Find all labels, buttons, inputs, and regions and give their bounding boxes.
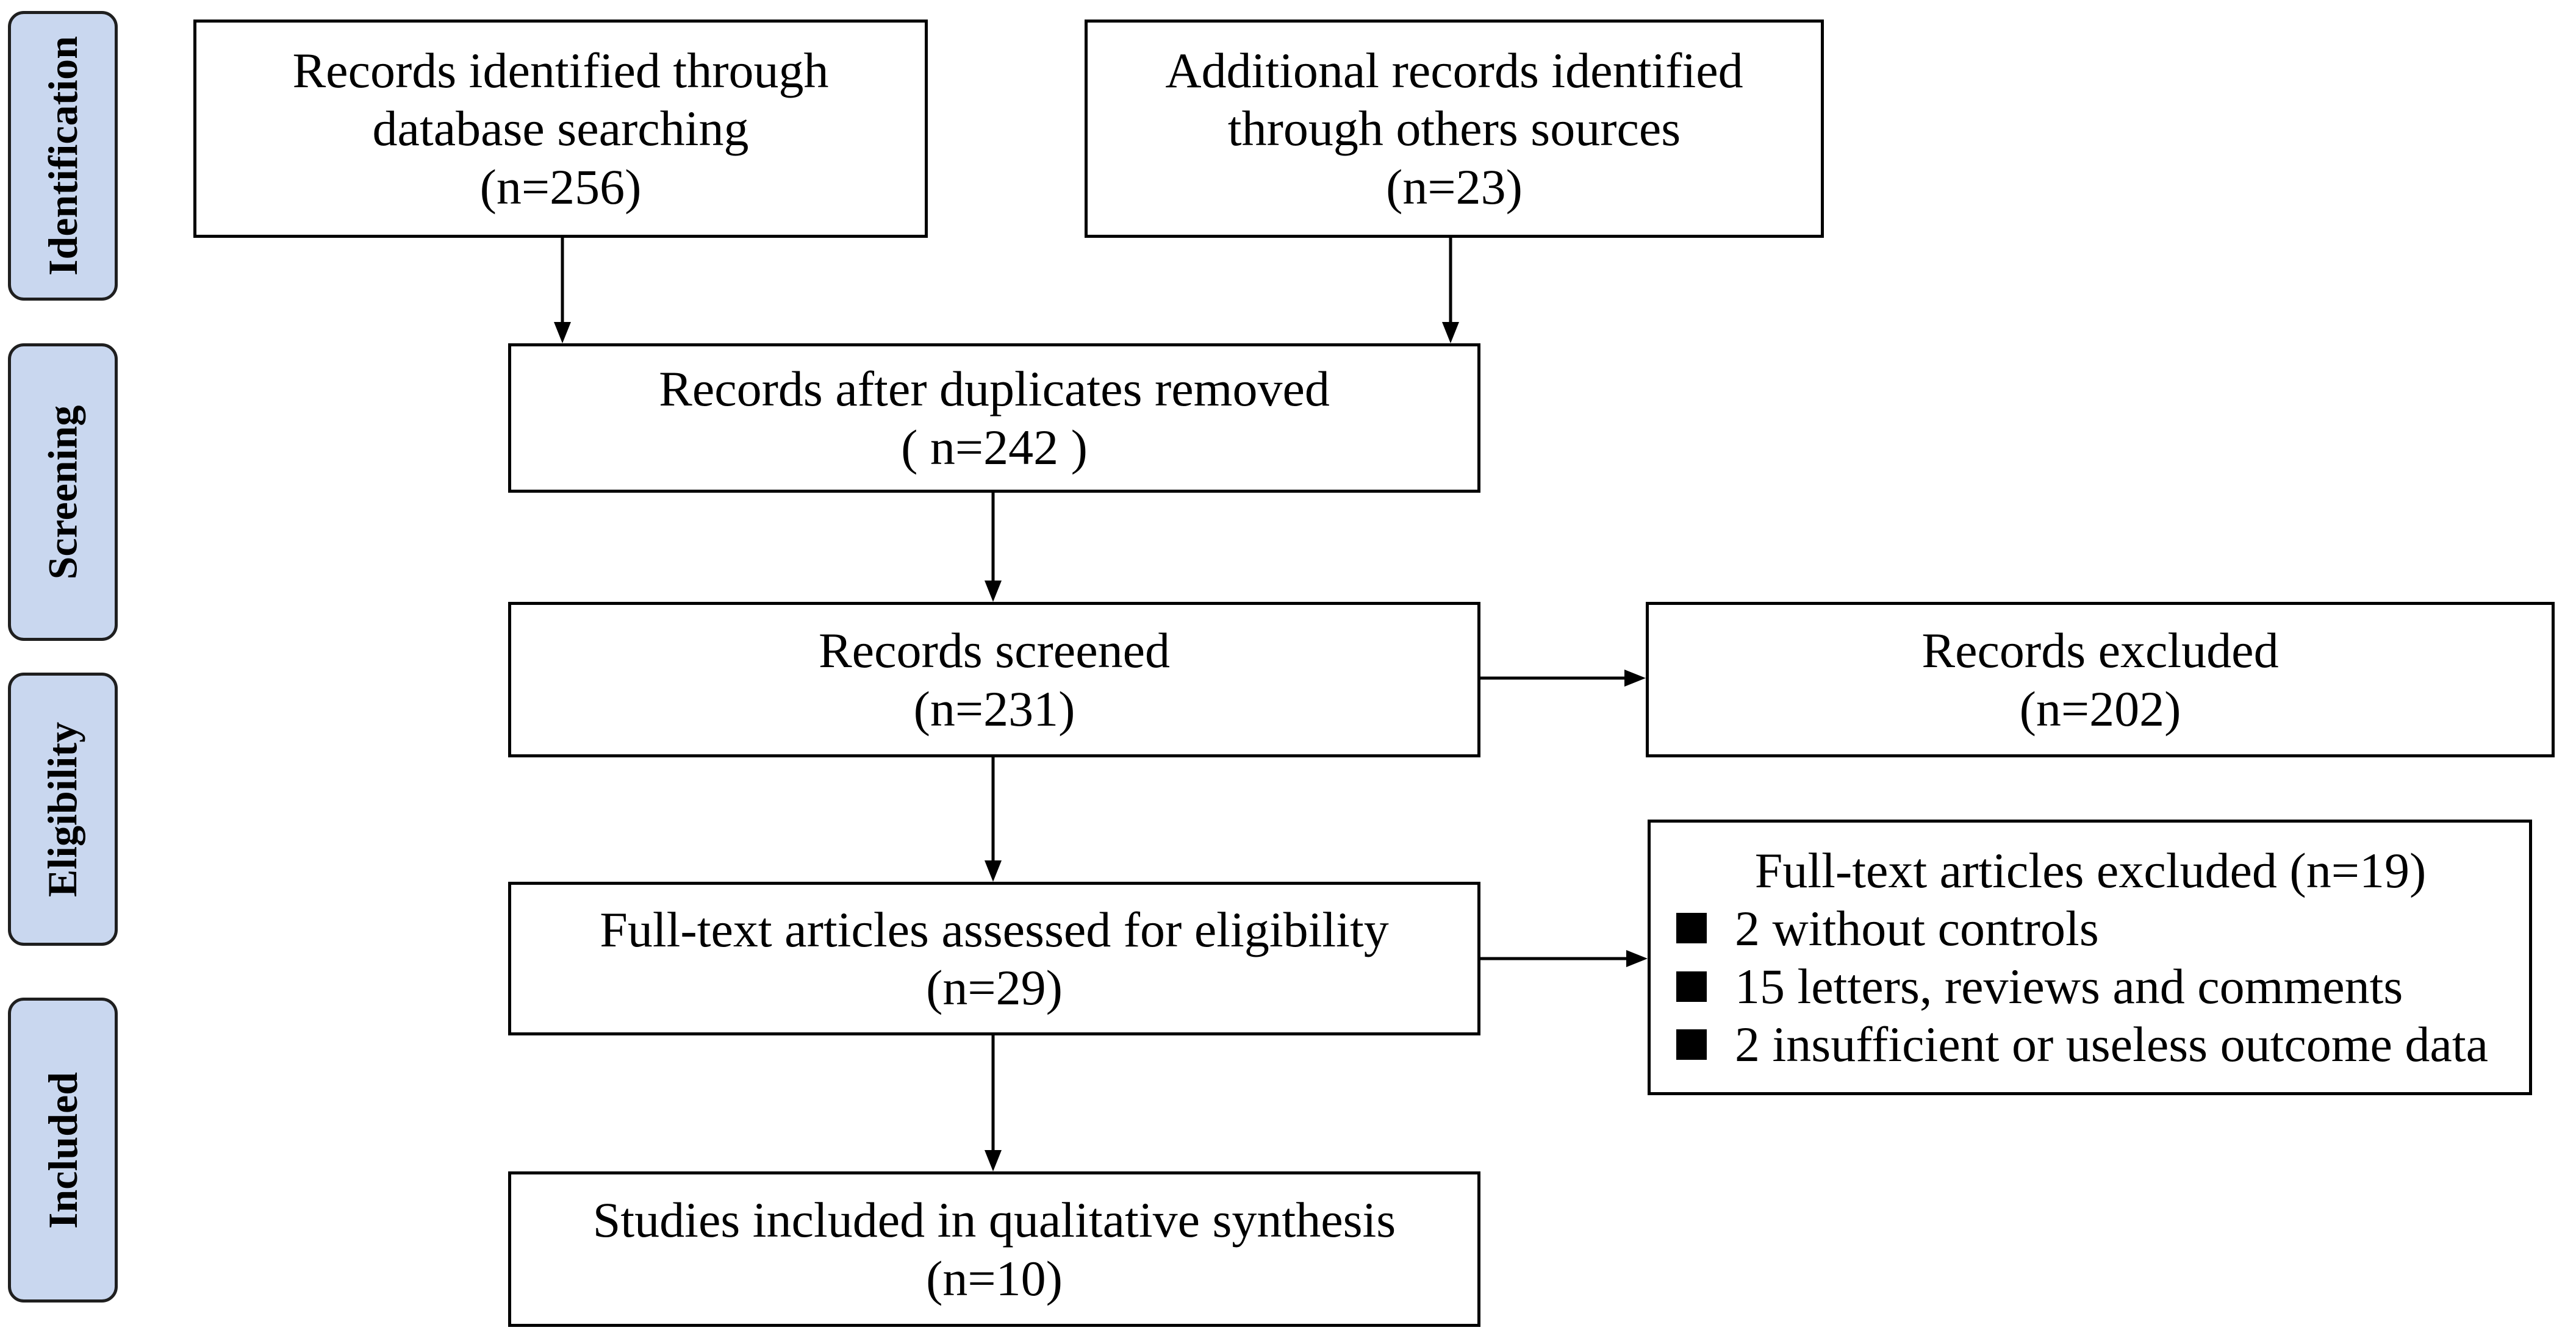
exclusion-reason-text: 15 letters, reviews and comments bbox=[1735, 959, 2403, 1014]
records-screened-line1: Records screened bbox=[818, 623, 1170, 679]
records-screened-box: Records screened (n=231) bbox=[508, 602, 1480, 757]
records-screened-count: (n=231) bbox=[913, 681, 1075, 737]
records-excluded-line1: Records excluded bbox=[1921, 623, 2279, 679]
exclusion-reason-text: 2 without controls bbox=[1735, 900, 2099, 956]
full-text-assessed-box: Full-text articles assessed for eligibil… bbox=[508, 882, 1480, 1035]
studies-included-count: (n=10) bbox=[926, 1250, 1063, 1306]
exclusion-reason-item: 2 insufficient or useless outcome data bbox=[1676, 1015, 2505, 1073]
other-sources-line1: Additional records identified bbox=[1165, 43, 1743, 99]
duplicates-removed-line1: Records after duplicates removed bbox=[659, 361, 1330, 417]
full-text-assessed-line1: Full-text articles assessed for eligibil… bbox=[600, 901, 1389, 957]
database-records-line1: Records identified through bbox=[292, 43, 829, 99]
other-sources-count: (n=23) bbox=[1386, 159, 1523, 215]
database-records-box: Records identified through database sear… bbox=[193, 20, 928, 238]
full-text-excluded-box: Full-text articles excluded (n=19) 2 wit… bbox=[1648, 820, 2532, 1095]
exclusion-reason-text: 2 insufficient or useless outcome data bbox=[1735, 1017, 2489, 1073]
square-bullet-icon bbox=[1676, 913, 1707, 944]
square-bullet-icon bbox=[1676, 1029, 1707, 1060]
arrowhead-icon bbox=[1626, 950, 1648, 967]
phase-included: Included bbox=[8, 998, 118, 1303]
arrowhead-icon bbox=[1624, 670, 1646, 687]
studies-included-box: Studies included in qualitative synthesi… bbox=[508, 1171, 1480, 1327]
arrowhead-icon bbox=[554, 322, 571, 343]
full-text-excluded-title: Full-text articles excluded (n=19) bbox=[1754, 842, 2427, 898]
database-records-line2: database searching bbox=[372, 101, 749, 157]
other-sources-line2: through others sources bbox=[1227, 101, 1681, 157]
exclusion-reason-item: 15 letters, reviews and comments bbox=[1676, 957, 2505, 1015]
arrowhead-icon bbox=[1442, 322, 1459, 343]
arrowhead-icon bbox=[985, 581, 1002, 602]
square-bullet-icon bbox=[1676, 971, 1707, 1002]
phase-identification: Identification bbox=[8, 11, 118, 301]
studies-included-line1: Studies included in qualitative synthesi… bbox=[592, 1192, 1396, 1248]
records-excluded-count: (n=202) bbox=[2019, 681, 2181, 737]
duplicates-removed-box: Records after duplicates removed ( n=242… bbox=[508, 343, 1480, 493]
phase-screening: Screening bbox=[8, 343, 118, 641]
arrowhead-icon bbox=[985, 860, 1002, 882]
phase-eligibility: Eligibility bbox=[8, 673, 118, 946]
arrowhead-icon bbox=[985, 1150, 1002, 1171]
records-excluded-box: Records excluded (n=202) bbox=[1646, 602, 2555, 757]
full-text-assessed-count: (n=29) bbox=[926, 960, 1063, 1015]
exclusion-reason-item: 2 without controls bbox=[1676, 899, 2505, 957]
other-sources-box: Additional records identified through ot… bbox=[1085, 20, 1824, 238]
database-records-count: (n=256) bbox=[479, 159, 642, 215]
duplicates-removed-count: ( n=242 ) bbox=[901, 419, 1088, 475]
